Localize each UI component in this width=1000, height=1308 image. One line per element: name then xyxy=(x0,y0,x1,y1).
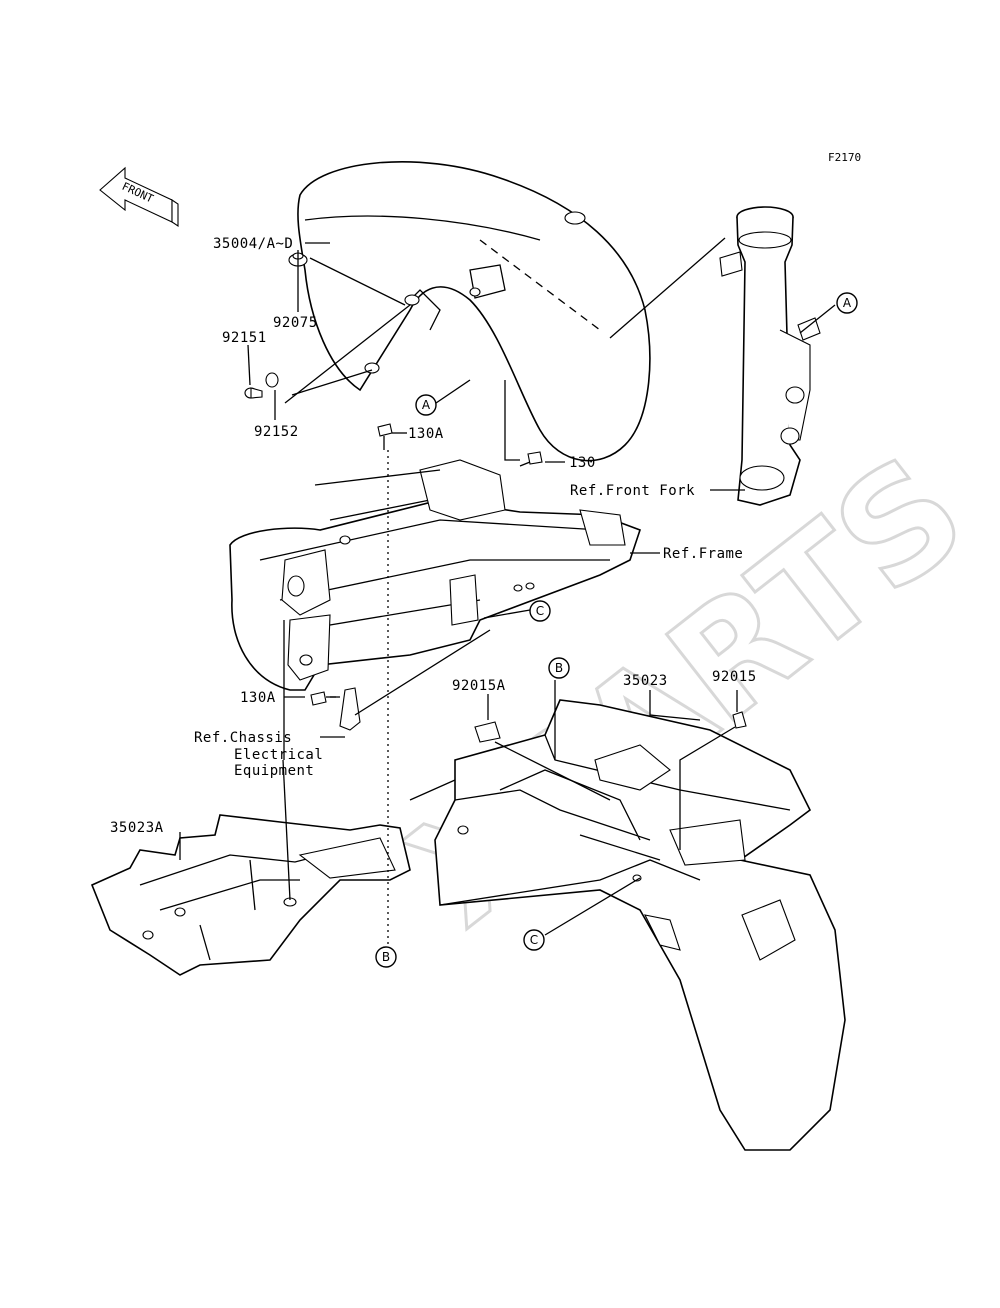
label-35023: 35023 xyxy=(623,673,668,689)
leader-lines xyxy=(179,237,836,945)
svg-text:C: C xyxy=(536,604,544,618)
collar-92152-icon xyxy=(265,372,279,388)
front-direction-arrow-icon: FRONT xyxy=(99,166,179,228)
chassis-bracket-icon xyxy=(339,687,361,731)
bolt-130A-bottom-icon xyxy=(310,691,336,706)
label-35023A: 35023A xyxy=(110,820,164,836)
inner-fender-part xyxy=(90,814,411,976)
label-ref-chassis-line2: Electrical xyxy=(234,747,323,763)
front-fender-part xyxy=(297,161,651,462)
label-ref-chassis-line1: Ref.Chassis xyxy=(194,730,292,746)
label-92015A: 92015A xyxy=(452,678,506,694)
rear-fender-part xyxy=(434,699,846,1151)
marker-A-fork: A xyxy=(836,292,858,314)
svg-text:B: B xyxy=(555,661,563,675)
marker-B-top: B xyxy=(548,657,570,679)
label-130: 130 xyxy=(569,455,596,471)
bolt-92151-icon xyxy=(244,387,263,399)
label-ref-chassis-line3: Equipment xyxy=(234,763,314,779)
bolt-130A-top-icon xyxy=(377,423,393,450)
clip-92015-icon xyxy=(732,711,747,729)
label-130A-top: 130A xyxy=(408,426,444,442)
marker-C-frame: C xyxy=(529,600,551,622)
svg-text:B: B xyxy=(382,950,390,964)
svg-text:A: A xyxy=(843,296,852,310)
label-130A-bottom: 130A xyxy=(240,690,276,706)
svg-text:C: C xyxy=(530,933,538,947)
label-92151: 92151 xyxy=(222,330,267,346)
label-92015: 92015 xyxy=(712,669,757,685)
label-92075: 92075 xyxy=(273,315,318,331)
figure-code: F2170 xyxy=(828,151,861,164)
bolt-130-icon xyxy=(519,451,543,467)
label-ref-frame: Ref.Frame xyxy=(663,546,743,562)
svg-text:A: A xyxy=(422,398,431,412)
marker-A-fender: A xyxy=(415,394,437,416)
front-fork-part xyxy=(719,206,821,506)
marker-B-bottom: B xyxy=(375,946,397,968)
marker-C-rear: C xyxy=(523,929,545,951)
label-35004: 35004/A~D xyxy=(213,236,293,252)
label-92152: 92152 xyxy=(254,424,299,440)
frame-part xyxy=(229,459,642,691)
label-ref-front-fork: Ref.Front Fork xyxy=(570,483,695,499)
clip-92015A-icon xyxy=(474,721,501,743)
